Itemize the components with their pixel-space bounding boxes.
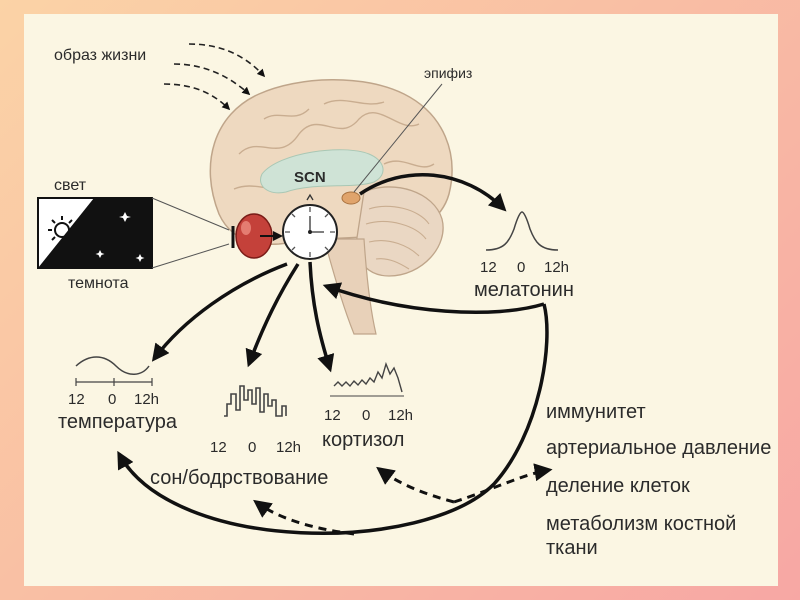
cerebellum-folds <box>365 205 430 270</box>
arrow-to-melatonin <box>359 172 507 212</box>
arrow-to-sleep <box>245 263 300 368</box>
dashed-to-cortisol <box>376 466 455 504</box>
melatonin-chart <box>485 211 559 251</box>
dashed-to-effects <box>453 463 553 504</box>
sleep-tick-start: 12 <box>210 439 227 456</box>
cortisol-tick-start: 12 <box>324 407 341 424</box>
eye-highlight <box>241 221 251 235</box>
dashed-arrows <box>253 463 553 536</box>
star-icon-2 <box>95 250 105 258</box>
effect-bone-metabolism: метаболизм костной <box>546 513 737 535</box>
feedback-loop <box>117 303 549 535</box>
scn-label: SCN <box>294 169 326 186</box>
cortisol-curve <box>333 361 403 393</box>
main-arrows <box>117 172 549 535</box>
dashed-to-sleep <box>253 499 355 536</box>
temperature-label: температура <box>58 411 177 433</box>
sleep-wake-chart <box>224 385 287 417</box>
star-icon-1 <box>119 212 131 222</box>
cortisol-tick-end: 12h <box>388 407 414 424</box>
effect-bone-tissue: ткани <box>546 537 598 559</box>
temperature-curve <box>75 356 150 375</box>
sleep-tick-end: 12h <box>276 439 302 456</box>
lifestyle-label: образ жизни <box>54 47 147 64</box>
melatonin-tick-middle: 0 <box>517 259 526 276</box>
sun-icon <box>54 222 70 238</box>
effect-immunity: иммунитет <box>546 401 646 423</box>
temperature-tick-end: 12h <box>134 391 160 408</box>
epiphysis-label: эпифиз <box>424 65 473 81</box>
effect-cell-division: деление клеток <box>546 475 690 497</box>
effect-blood-pressure: артериальное давление <box>546 437 772 459</box>
light-label: свет <box>54 177 87 194</box>
sleep-tick-middle: 0 <box>248 439 257 456</box>
brainstem <box>323 238 377 335</box>
slide-panel: образ жизни эпифиз SCN свет темнота 12 0… <box>24 14 778 586</box>
temperature-tick-start: 12 <box>68 391 85 408</box>
arrow-to-cortisol <box>308 261 335 373</box>
brain-illustration <box>209 79 453 335</box>
sleep-wake-curve <box>224 385 287 417</box>
circadian-diagram <box>37 43 559 536</box>
epiphysis-gland <box>341 191 361 205</box>
lifestyle-arrows <box>163 43 266 111</box>
darkness-label: темнота <box>68 275 129 292</box>
scn-clock <box>282 193 338 260</box>
melatonin-tick-start: 12 <box>480 259 497 276</box>
light-dark-box <box>37 197 230 269</box>
melatonin-feedback <box>322 282 545 315</box>
temperature-tick-middle: 0 <box>108 391 117 408</box>
star-icon-3 <box>135 254 145 262</box>
ventricle <box>260 149 384 194</box>
cortisol-tick-middle: 0 <box>362 407 371 424</box>
temperature-chart <box>75 356 153 386</box>
sleep-wake-label: сон/бодрствование <box>150 467 329 489</box>
melatonin-curve <box>485 211 559 251</box>
cortisol-label: кортизол <box>322 429 405 451</box>
cerebellum <box>355 186 444 277</box>
epiphysis-pointer <box>353 83 443 193</box>
melatonin-label: мелатонин <box>474 279 574 301</box>
cortisol-chart <box>330 361 404 397</box>
melatonin-tick-end: 12h <box>544 259 570 276</box>
arrow-to-temperature <box>151 262 288 362</box>
